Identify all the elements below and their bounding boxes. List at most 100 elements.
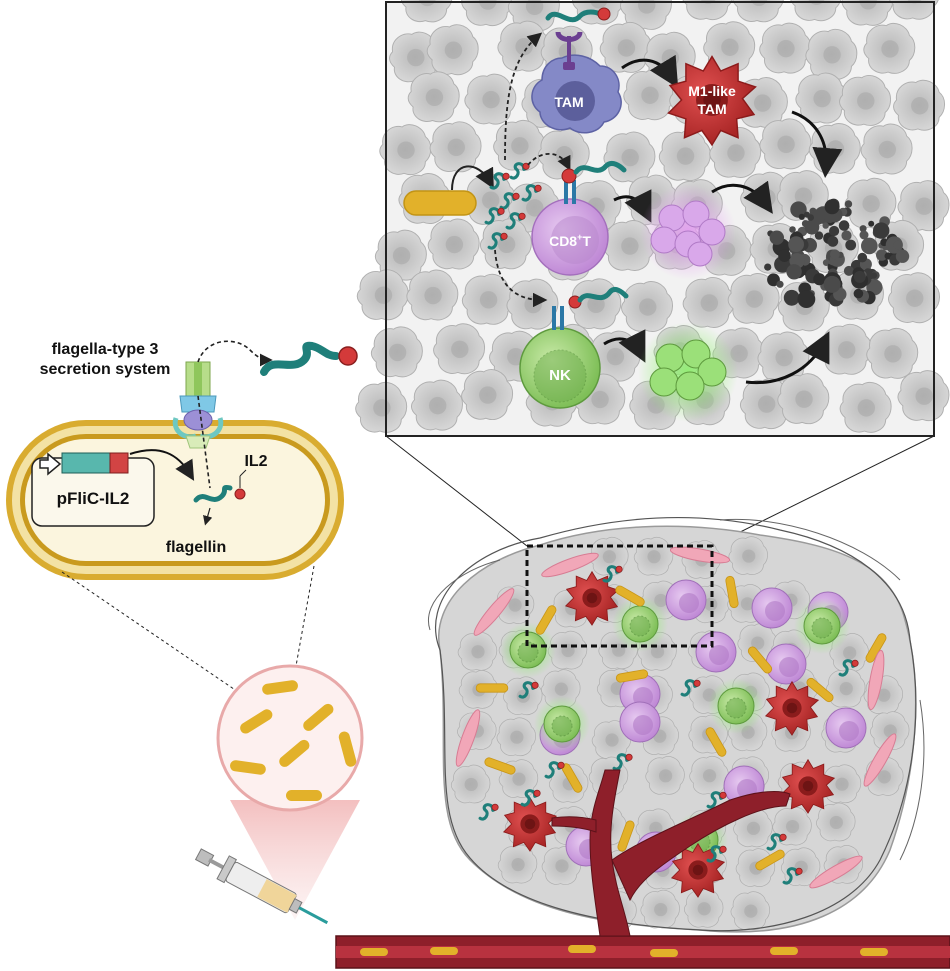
bacterium-icon	[475, 683, 509, 693]
arrow-tam-to-m1	[621, 54, 679, 89]
free-flagellin-icon	[260, 341, 358, 376]
bacterium-connector-right	[295, 565, 315, 667]
debris-fragment	[868, 220, 875, 227]
tumor-cell-icon	[683, 888, 724, 928]
debris-fragment	[841, 230, 852, 241]
tumor-cell-icon	[816, 802, 856, 842]
debris-fragment	[814, 231, 824, 240]
bacterium-connector-left	[61, 571, 251, 701]
debris-fragment	[844, 200, 853, 208]
blood-vessel-icon	[335, 769, 950, 969]
magnifier-circle-icon	[216, 664, 364, 920]
debris-fragment	[870, 272, 878, 279]
tumor-cell-icon	[893, 79, 946, 131]
tumor-cell-icon	[839, 381, 892, 433]
bacterium-icon	[403, 190, 477, 216]
tumor-cell-icon	[450, 764, 491, 804]
tumor-cell-icon	[795, 72, 848, 124]
tumor-cell-icon	[479, 218, 532, 270]
nk-cell-icon	[707, 677, 765, 735]
fibroblast-icon	[541, 552, 599, 578]
tumor-cell-icon	[355, 381, 408, 433]
cd8-t-cell-icon	[695, 631, 737, 673]
tumor-immune-cells	[455, 546, 897, 898]
m1-label-line1: M1-like	[688, 83, 736, 99]
cd8-t-cell-icon: CD8+T	[531, 161, 627, 276]
tumor-cell-icon	[730, 891, 771, 931]
tumor-cell-icon	[689, 755, 729, 795]
m1-tam-icon: M1-like TAM	[667, 55, 757, 146]
nk-label: NK	[549, 367, 571, 384]
debris-fragment	[790, 201, 807, 218]
debris-fragment	[769, 230, 784, 245]
cd8-attacked-tumor-icon	[640, 184, 736, 280]
debris-fragment	[893, 240, 903, 250]
debris-fragment	[764, 263, 772, 271]
nk-attacked-tumor-icon	[638, 322, 738, 422]
zoom-connector-left	[385, 435, 528, 547]
tumor-cell-icon	[370, 326, 423, 378]
debris-fragment	[830, 249, 840, 260]
debris-fragment	[778, 249, 791, 262]
tumor-cell-icon	[457, 631, 498, 671]
tumor-cell-icon	[356, 269, 409, 321]
tumor-cell-icon	[433, 323, 486, 375]
debris-fragment	[822, 222, 829, 229]
nk-cell-icon: NK	[519, 287, 629, 409]
tumor-cell-icon	[839, 74, 892, 126]
tumor-cell-icon	[897, 370, 950, 422]
debris-fragment	[783, 289, 800, 306]
system-label-line2: secretion system	[40, 361, 171, 378]
export-dashed-arrow	[197, 340, 273, 367]
secretion-arrow	[451, 165, 494, 191]
tumor-cell-icon	[623, 69, 676, 121]
tumor-cell-icon	[406, 269, 459, 321]
arrow-cd8-to-tumor	[613, 189, 652, 223]
tumor-cell-icon	[427, 218, 480, 270]
tumor-cell-icon	[640, 889, 680, 929]
arrow-m1-to-dead	[791, 110, 843, 178]
tam-label: TAM	[554, 94, 583, 110]
tumor-cell-icon	[506, 278, 559, 330]
arrow-nk-to-tumor	[603, 329, 646, 363]
zoom-connector-right	[711, 435, 935, 547]
tumor-cell-icon	[682, 276, 735, 328]
debris-fragment	[859, 225, 867, 233]
tumor-cell-icon	[887, 272, 941, 324]
debris-fragment	[788, 236, 804, 253]
tumor-cell-icon	[461, 369, 514, 420]
dashed-arrow-to-tam	[504, 32, 543, 161]
fibroblast-icon	[863, 733, 897, 787]
debris-fragment	[843, 265, 854, 276]
tam-icon: TAM	[531, 7, 622, 134]
m1-label-line2: TAM	[697, 101, 726, 117]
debris-fragment	[838, 220, 850, 231]
tumor-cell-icon	[633, 536, 674, 576]
nk-cell-icon	[793, 597, 851, 655]
tumor-cell-icon	[497, 844, 538, 884]
tumor-mass	[428, 516, 925, 933]
debris-fragment	[807, 214, 814, 221]
debris-fragment	[824, 199, 840, 215]
il2-label: IL2	[244, 453, 267, 470]
debris-fragment	[853, 270, 866, 283]
debris-fragment	[786, 264, 802, 280]
debris-fragment	[861, 237, 878, 255]
tumor-cell-icon	[426, 24, 479, 76]
expression-arrow	[129, 449, 195, 481]
tumor-cell-icon	[805, 28, 858, 80]
tumor-cell-icon	[777, 373, 830, 425]
tumor-cell-icon	[735, 848, 776, 887]
tumor-cell-icon	[645, 756, 685, 795]
debris-fragment	[798, 213, 805, 220]
cd8-t-cell-icon	[665, 579, 707, 621]
dashed-arrow-to-cd8	[527, 152, 571, 171]
tumor-cell-icon	[759, 22, 812, 74]
tumor-cell-icon	[863, 22, 916, 74]
tumor-cell-icon	[772, 806, 812, 846]
debris-fragment	[827, 236, 839, 247]
arrow-nk-to-dead	[745, 331, 830, 385]
flagellin-label: flagellin	[166, 539, 226, 556]
cd8-t-cell-icon	[825, 707, 867, 749]
